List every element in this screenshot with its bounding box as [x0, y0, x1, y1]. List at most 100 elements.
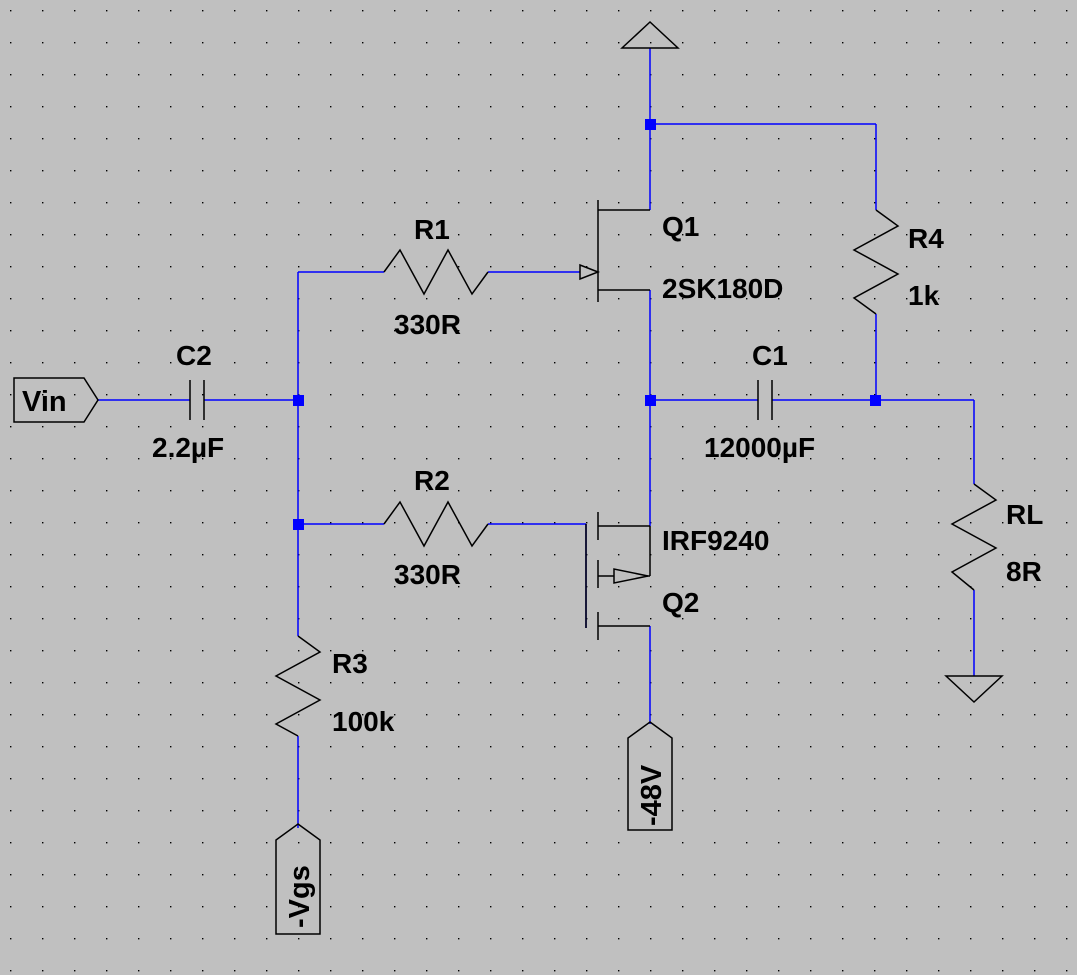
grid-dot — [778, 522, 780, 524]
grid-dot — [1066, 490, 1068, 492]
grid-dot — [266, 266, 268, 268]
grid-dot — [906, 586, 908, 588]
grid-dot — [618, 298, 620, 300]
resistor-rl[interactable]: RL 8R — [950, 483, 1043, 591]
resistor-r3[interactable]: R3 100k — [274, 635, 395, 737]
grid-dot — [266, 842, 268, 844]
grid-dot — [202, 842, 204, 844]
grid-dot — [522, 138, 524, 140]
grid-dot — [778, 458, 780, 460]
grid-dot — [714, 810, 716, 812]
grid-dot — [714, 10, 716, 12]
grid-dot — [106, 810, 108, 812]
grid-dot — [202, 298, 204, 300]
grid-dot — [970, 874, 972, 876]
grid-dot — [10, 362, 12, 364]
grid-dot — [746, 426, 748, 428]
grid-dot — [842, 490, 844, 492]
r2-label: R2 — [414, 465, 450, 496]
grid-dot — [746, 330, 748, 332]
grid-dot — [426, 714, 428, 716]
grid-dot — [74, 938, 76, 940]
grid-dot — [170, 42, 172, 44]
grid-dot — [266, 490, 268, 492]
grid-dot — [426, 362, 428, 364]
resistor-r2[interactable]: R2 330R — [383, 465, 489, 590]
grid-dot — [522, 170, 524, 172]
port-neg48[interactable]: -48V — [627, 721, 673, 831]
grid-dot — [1066, 522, 1068, 524]
grid-dot — [1066, 906, 1068, 908]
grid-dot — [106, 74, 108, 76]
grid-dot — [362, 10, 364, 12]
resistor-r4[interactable]: R4 1k — [852, 209, 944, 315]
grid-dot — [746, 298, 748, 300]
grid-dot — [1002, 650, 1004, 652]
grid-dot — [42, 234, 44, 236]
port-vin[interactable]: Vin — [13, 377, 99, 423]
transistor-q1[interactable]: Q1 2SK180D — [579, 200, 783, 304]
grid-dot — [74, 10, 76, 12]
grid-dot — [938, 202, 940, 204]
grid-dot — [1066, 618, 1068, 620]
resistor-r1[interactable]: R1 330R — [383, 214, 489, 340]
grid-dot — [938, 234, 940, 236]
grid-dot — [746, 778, 748, 780]
grid-dot — [682, 202, 684, 204]
grid-dot — [10, 906, 12, 908]
grid-dot — [234, 426, 236, 428]
grid-dot — [330, 362, 332, 364]
grid-dot — [618, 426, 620, 428]
grid-dot — [490, 650, 492, 652]
grid-dot — [1034, 74, 1036, 76]
grid-dot — [522, 554, 524, 556]
grid-dot — [970, 490, 972, 492]
grid-dot — [106, 522, 108, 524]
grid-dot — [554, 714, 556, 716]
grid-dot — [522, 842, 524, 844]
grid-dot — [682, 618, 684, 620]
grid-dot — [42, 298, 44, 300]
grid-dot — [202, 106, 204, 108]
grid-dot — [554, 554, 556, 556]
grid-dot — [970, 10, 972, 12]
grid-dot — [74, 810, 76, 812]
grid-dot — [458, 426, 460, 428]
grid-dot — [682, 490, 684, 492]
ground-icon — [944, 675, 1004, 704]
grid-dot — [42, 490, 44, 492]
grid-dot — [906, 426, 908, 428]
grid-dot — [938, 650, 940, 652]
grid-dot — [106, 138, 108, 140]
grid-dot — [1066, 938, 1068, 940]
grid-dot — [586, 650, 588, 652]
grid-dot — [330, 106, 332, 108]
grid-dot — [842, 202, 844, 204]
grid-dot — [1002, 618, 1004, 620]
grid-dot — [138, 170, 140, 172]
junction-output — [870, 395, 881, 406]
transistor-q2[interactable]: IRF9240 Q2 — [585, 512, 769, 640]
grid-dot — [970, 234, 972, 236]
grid-dot — [810, 362, 812, 364]
grid-dot — [618, 330, 620, 332]
capacitor-c2[interactable]: C2 2.2µF — [152, 340, 224, 463]
grid-dot — [266, 778, 268, 780]
grid-dot — [458, 650, 460, 652]
capacitor-c1[interactable]: C1 12000µF — [704, 340, 815, 463]
grid-dot — [522, 298, 524, 300]
grid-dot — [810, 586, 812, 588]
grid-dot — [170, 746, 172, 748]
grid-dot — [746, 458, 748, 460]
grid-dot — [714, 394, 716, 396]
grid-dot — [362, 458, 364, 460]
grid-dot — [554, 170, 556, 172]
c1-label: C1 — [752, 340, 788, 371]
port-vgs[interactable]: -Vgs — [275, 823, 321, 935]
grid-dot — [618, 10, 620, 12]
grid-dot — [458, 618, 460, 620]
grid-dot — [970, 618, 972, 620]
grid-dot — [842, 682, 844, 684]
grid-dot — [618, 458, 620, 460]
grid-dot — [362, 906, 364, 908]
